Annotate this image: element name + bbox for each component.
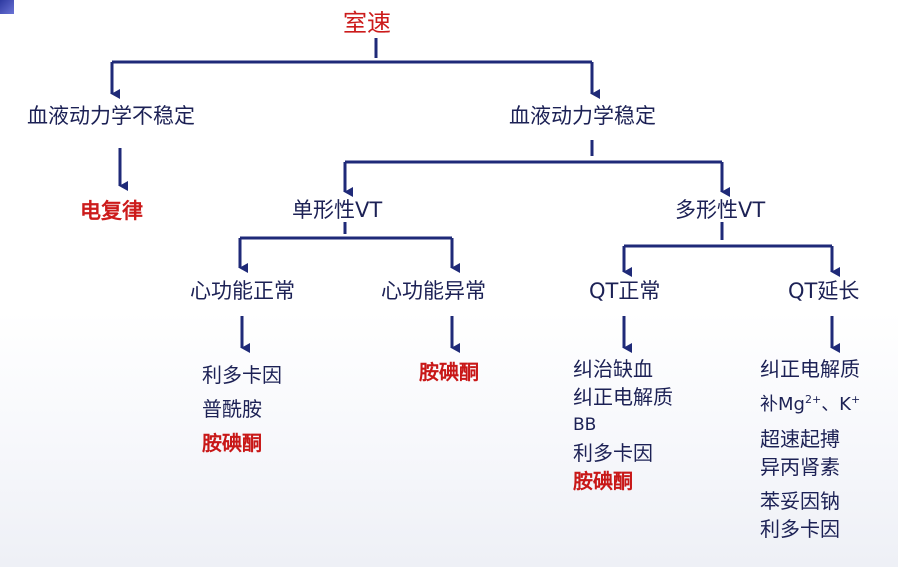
treatment-item: 普酰胺 <box>202 397 262 421</box>
treatment-item: 利多卡因 <box>760 517 840 541</box>
treatment-item: 胺碘酮 <box>573 469 633 493</box>
treatment-item: 利多卡因 <box>573 441 653 465</box>
treatment-item: BB <box>573 415 597 435</box>
qt-long-treatments: 纠正电解质 补Mg2+、K+ 超速起搏 异丙肾素 苯妥因钠 利多卡因 <box>760 355 860 543</box>
treatment-item: 纠正电解质 <box>760 357 860 381</box>
qt-normal-treatments: 纠治缺血 纠正电解质 BB 利多卡因 胺碘酮 <box>573 355 673 495</box>
treatment-item: 胺碘酮 <box>202 431 262 455</box>
mono-vt-node: 单形性VT <box>292 198 383 222</box>
corner-mark <box>0 0 14 14</box>
root-node: 室速 <box>343 9 391 37</box>
normal-function-node: 心功能正常 <box>190 279 295 303</box>
treatment-item: 纠正电解质 <box>573 385 673 409</box>
normal-function-treatments: 利多卡因 普酰胺 胺碘酮 <box>202 358 282 460</box>
abnormal-function-treatments: 胺碘酮 <box>419 358 479 386</box>
treatment-item: 胺碘酮 <box>419 360 479 384</box>
treatment-item: 利多卡因 <box>202 363 282 387</box>
treatment-item: 超速起搏 <box>760 427 840 451</box>
cardioversion-node: 电复律 <box>80 199 143 223</box>
qt-long-node: QT延长 <box>788 279 860 303</box>
treatment-item: 纠治缺血 <box>573 357 653 381</box>
treatment-item-mg-k: 补Mg2+、K+ <box>760 393 861 415</box>
qt-normal-node: QT正常 <box>589 279 661 303</box>
unstable-node: 血液动力学不稳定 <box>27 104 195 128</box>
poly-vt-node: 多形性VT <box>675 198 766 222</box>
abnormal-function-node: 心功能异常 <box>381 279 486 303</box>
treatment-item: 异丙肾素 <box>760 455 840 479</box>
stable-node: 血液动力学稳定 <box>509 104 656 128</box>
treatment-item: 苯妥因钠 <box>760 489 840 513</box>
